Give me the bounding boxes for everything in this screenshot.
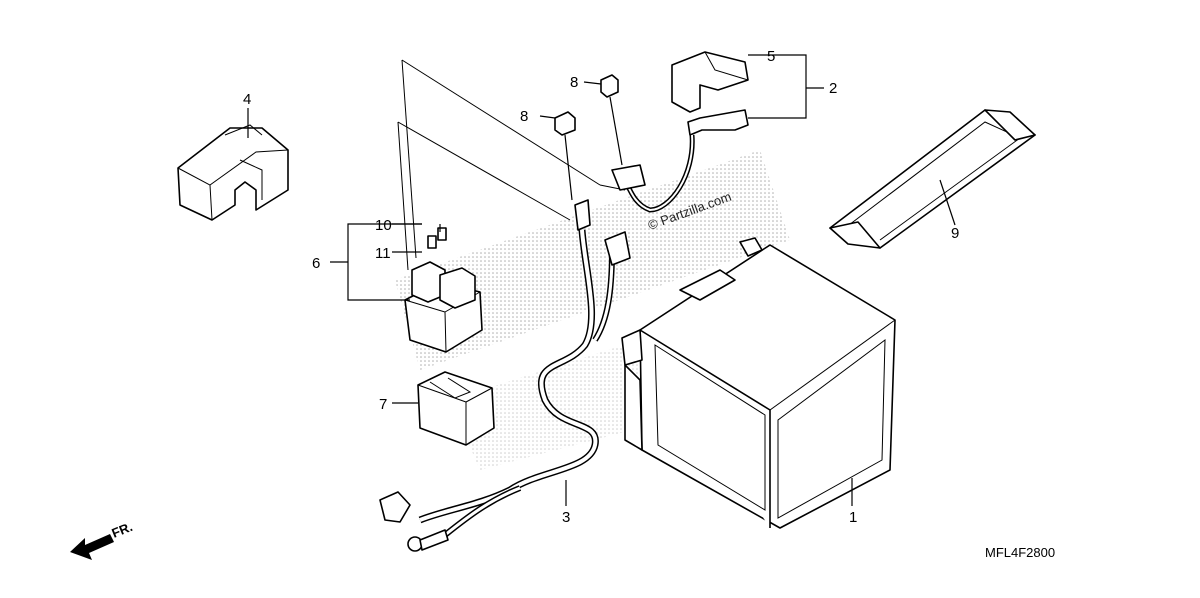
callout-10: 10 (375, 217, 392, 234)
callout-5: 5 (767, 48, 775, 65)
callout-9: 9 (951, 225, 959, 242)
part-1-battery (621, 237, 896, 529)
callout-6: 6 (312, 255, 320, 272)
part-2-terminal-cable (611, 51, 749, 213)
part-6-relay (404, 227, 483, 353)
part-9-strap (829, 109, 1036, 249)
watermark-band (395, 150, 790, 470)
part-8-bolts (554, 74, 623, 201)
callout-3: 3 (562, 509, 570, 526)
callout-labels: 1 2 3 4 5 6 7 8 8 9 10 11 (243, 48, 959, 526)
callout-2: 2 (829, 80, 837, 97)
diagram-code: MFL4F2800 (985, 545, 1055, 560)
callout-4: 4 (243, 91, 251, 108)
part-4-cover (177, 124, 289, 221)
front-direction-indicator: FR. (70, 519, 135, 560)
callout-1: 1 (849, 509, 857, 526)
part-7-relay-cover (417, 371, 495, 446)
callout-8-upper: 8 (570, 74, 578, 91)
callout-11: 11 (375, 245, 391, 262)
direction-label: FR. (110, 519, 135, 541)
callout-7: 7 (379, 396, 387, 413)
guide-lines (397, 59, 626, 271)
part-3-cable (379, 199, 631, 552)
callout-8-lower: 8 (520, 108, 528, 125)
leader-lines (247, 54, 956, 506)
